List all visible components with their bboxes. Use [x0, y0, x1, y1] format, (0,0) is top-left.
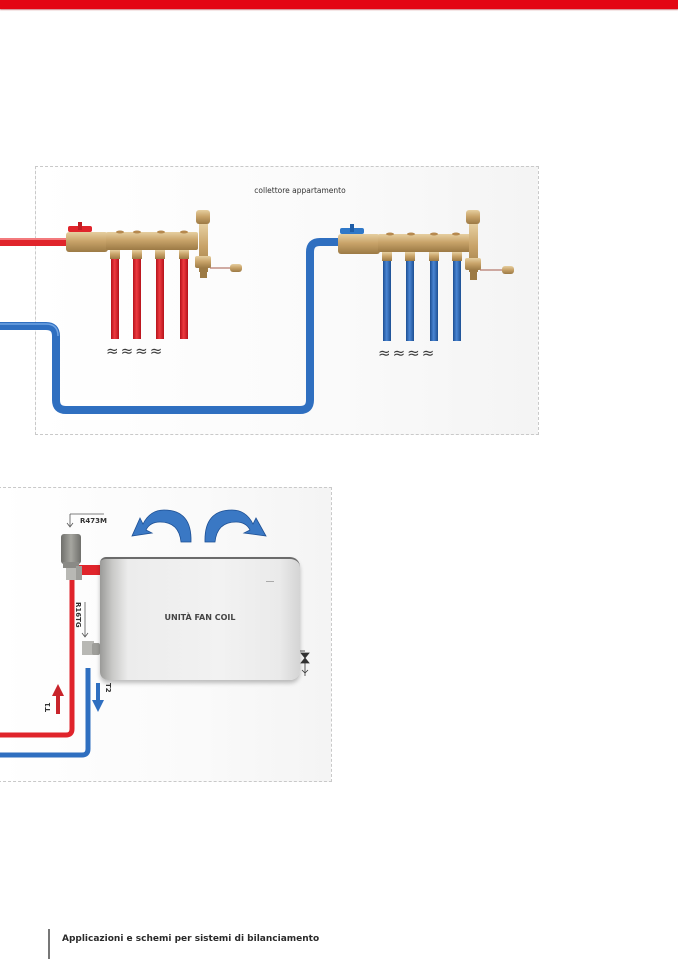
top-accent-bar: [0, 0, 678, 9]
footer-rule: [48, 929, 50, 959]
footer-title: Applicazioni e schemi per sistemi di bil…: [62, 934, 320, 944]
flow-up-arrow-icon: [52, 684, 64, 714]
drain-valve-icon: [300, 650, 310, 676]
supply-pipe-red: [0, 580, 75, 738]
panel-caption: collettore appartamento: [254, 186, 346, 195]
flow-down-arrow-icon: [92, 683, 104, 712]
supply-connection: [78, 565, 102, 575]
valve-top-label: R473M: [80, 517, 107, 525]
cold-manifold: [338, 210, 514, 280]
flow-supply-label: T1: [44, 702, 52, 712]
r16tg-leader-icon: [81, 602, 89, 638]
lockshield-valve-icon: [82, 641, 100, 655]
valve-bottom-label: R16TG: [74, 602, 82, 628]
cold-loop-pipes: [383, 261, 461, 341]
flow-return-label: T2: [104, 683, 112, 693]
hot-supply-pipe: [0, 238, 72, 246]
hot-manifold: [66, 210, 242, 278]
fan-coil-logo-mark: [266, 581, 274, 582]
return-pipe-blue: [0, 668, 91, 758]
hot-loop-waves-icon: ≈≈≈≈: [106, 342, 165, 360]
hot-loop-pipes: [111, 259, 188, 339]
cold-return-pipe: [0, 238, 342, 414]
fan-coil-unit: UNITÀ FAN COIL: [100, 557, 300, 680]
airflow-right-arrow-icon: [204, 509, 267, 543]
airflow-left-arrow-icon: [131, 509, 192, 543]
cold-loop-waves-icon: ≈≈≈≈: [378, 344, 437, 362]
r473m-leader-icon: [66, 513, 104, 528]
thermostatic-valve-icon: [61, 534, 82, 580]
fan-coil-label: UNITÀ FAN COIL: [164, 613, 236, 622]
